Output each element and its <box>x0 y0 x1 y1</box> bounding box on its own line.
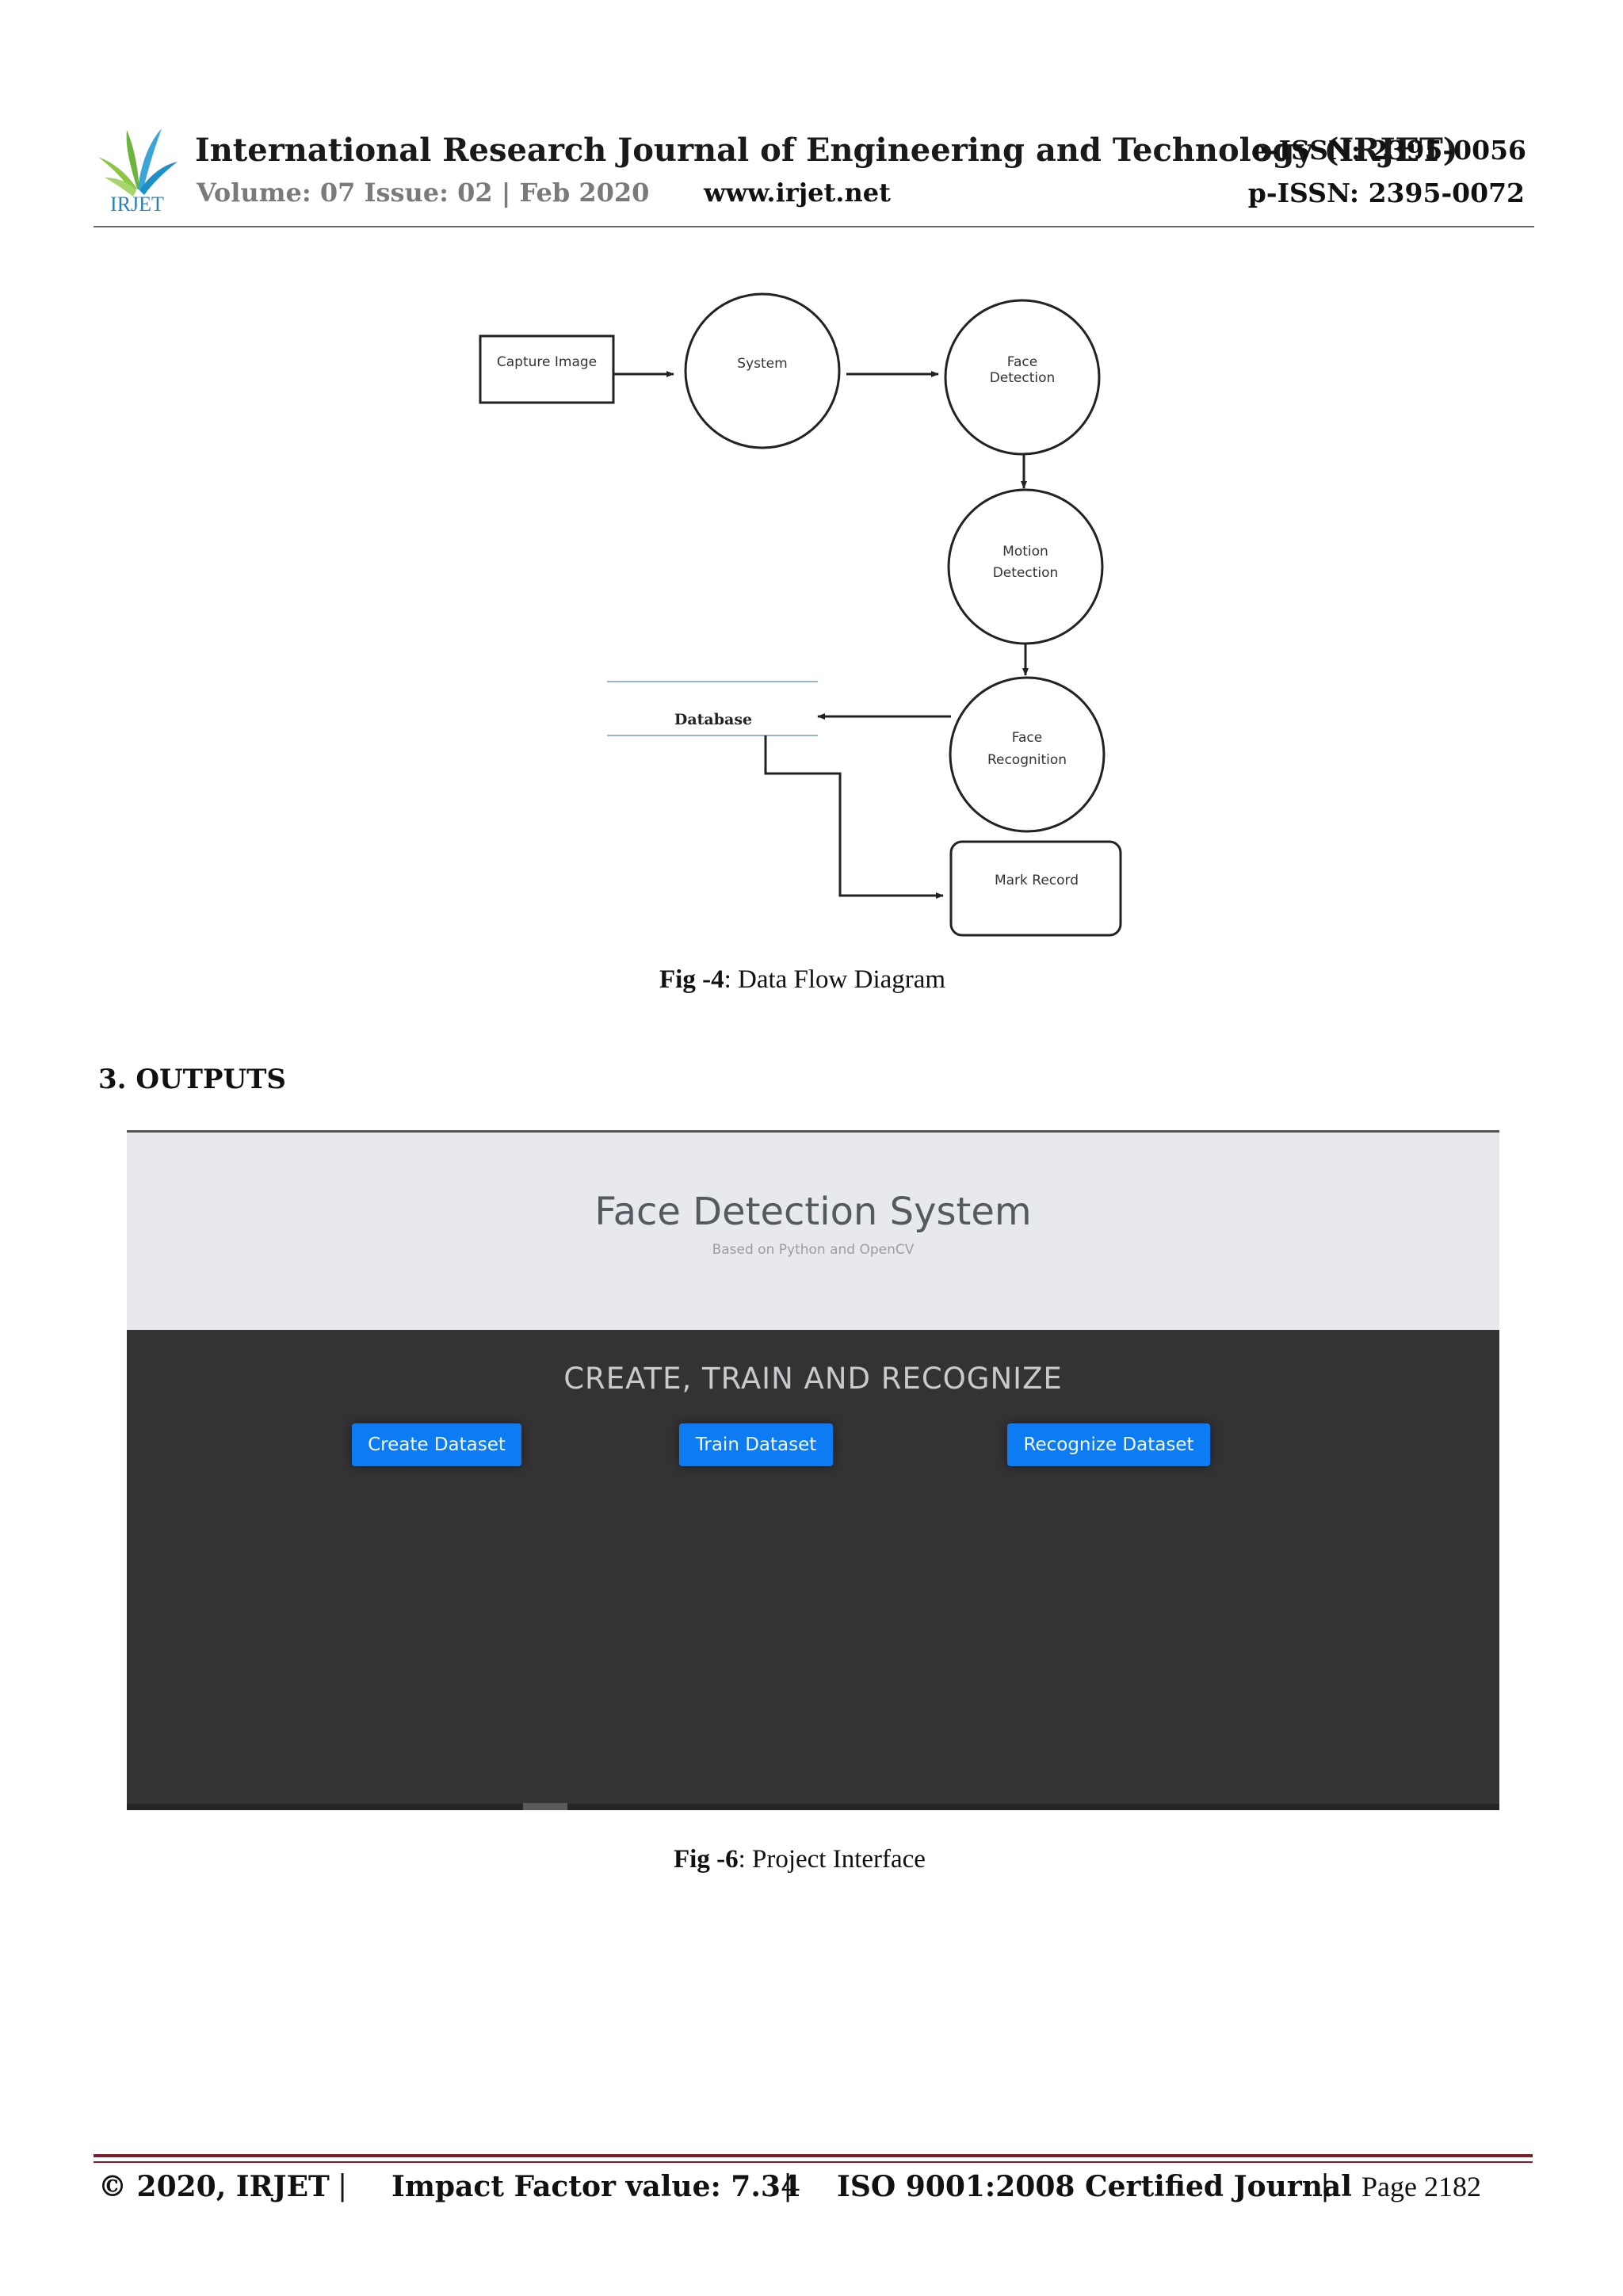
create-dataset-button[interactable]: Create Dataset <box>352 1423 521 1466</box>
figure-4-caption: Fig -4: Data Flow Diagram <box>659 965 946 994</box>
face-detection-label-1: Face <box>1007 354 1037 370</box>
leaf-emblem-icon <box>98 128 178 197</box>
face-detection-node <box>944 299 1101 456</box>
face-recognition-label-1: Face <box>1012 730 1042 746</box>
face-recognition-label-2: Recognition <box>987 752 1067 768</box>
journal-title: International Research Journal of Engine… <box>195 132 1458 169</box>
header-divider <box>94 226 1534 227</box>
footer-separator: | <box>338 2170 348 2202</box>
footer-separator: | <box>1320 2170 1331 2202</box>
e-issn: e-ISSN: 2395-0056 <box>1251 135 1526 166</box>
footer-iso-certification: ISO 9001:2008 Certified Journal <box>837 2170 1352 2203</box>
app-section-heading: CREATE, TRAIN AND RECOGNIZE <box>563 1362 1063 1396</box>
section-heading: 3. OUTPUTS <box>98 1064 286 1095</box>
figure-6-caption: Fig -6: Project Interface <box>674 1845 926 1874</box>
footer-separator: | <box>783 2170 793 2202</box>
footer-copyright: © 2020, IRJET <box>98 2170 330 2203</box>
database-label: Database <box>674 711 752 728</box>
app-title: Face Detection System <box>594 1190 1032 1234</box>
motion-detection-label-2: Detection <box>993 565 1059 581</box>
train-dataset-button[interactable]: Train Dataset <box>679 1423 833 1466</box>
app-bottom-bar <box>127 1804 1499 1810</box>
footer-rule-thick <box>94 2154 1533 2157</box>
irjet-logo: IRJET <box>98 128 178 214</box>
footer-page-number: Page 2182 <box>1361 2171 1481 2202</box>
data-flow-diagram: Capture Image System Face Detection Moti… <box>479 292 1122 937</box>
journal-website: www.irjet.net <box>704 178 891 208</box>
recognize-dataset-button[interactable]: Recognize Dataset <box>1007 1423 1210 1466</box>
mark-record-box <box>949 840 1122 937</box>
face-detection-label-2: Detection <box>990 370 1056 386</box>
system-label: System <box>737 356 787 372</box>
p-issn: p-ISSN: 2395-0072 <box>1247 178 1525 208</box>
footer-rule-thin <box>94 2161 1533 2163</box>
face-recognition-node <box>949 676 1106 833</box>
volume-issue: Volume: 07 Issue: 02 | Feb 2020 <box>197 178 650 208</box>
arrow-database-mark-record <box>764 735 944 899</box>
capture-image-label: Capture Image <box>497 354 597 370</box>
motion-detection-label-1: Motion <box>1002 544 1048 560</box>
capture-image-box <box>479 334 615 404</box>
app-header: Face Detection System Based on Python an… <box>127 1130 1499 1330</box>
mark-record-label: Mark Record <box>995 873 1079 888</box>
project-interface-screenshot: Face Detection System Based on Python an… <box>127 1130 1499 1810</box>
footer-impact-factor: Impact Factor value: 7.34 <box>391 2170 800 2203</box>
scrollbar-thumb[interactable] <box>523 1803 567 1810</box>
app-subtitle: Based on Python and OpenCV <box>712 1242 915 1258</box>
system-node <box>684 292 841 449</box>
svg-text:IRJET: IRJET <box>110 193 164 214</box>
